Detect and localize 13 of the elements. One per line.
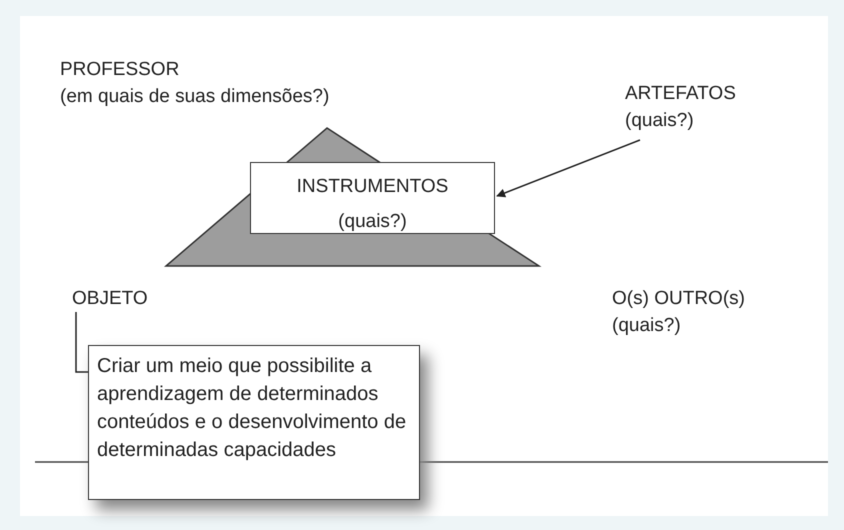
bracket-line — [75, 312, 88, 373]
note-box — [88, 345, 420, 500]
node-label: PROFESSOR — [60, 58, 180, 82]
question-text: (quais?) — [625, 109, 695, 133]
question-text: (em quais de suas dimensões?) — [60, 85, 330, 109]
question-text: (quais?) — [612, 314, 682, 338]
box-text: INSTRUMENTOS — [296, 175, 450, 199]
node-label: O(s) OUTRO(s) — [612, 287, 746, 311]
node-label: OBJETO — [72, 287, 149, 311]
box-text: Criar um meio que possibilite a aprendizagem de determinados conteúdos e o desenvolvimento de determinadas capacidades — [97, 354, 408, 463]
arrow — [496, 139, 640, 198]
box-text: (quais?) — [337, 210, 408, 234]
node-label: ARTEFATOS — [625, 82, 737, 106]
